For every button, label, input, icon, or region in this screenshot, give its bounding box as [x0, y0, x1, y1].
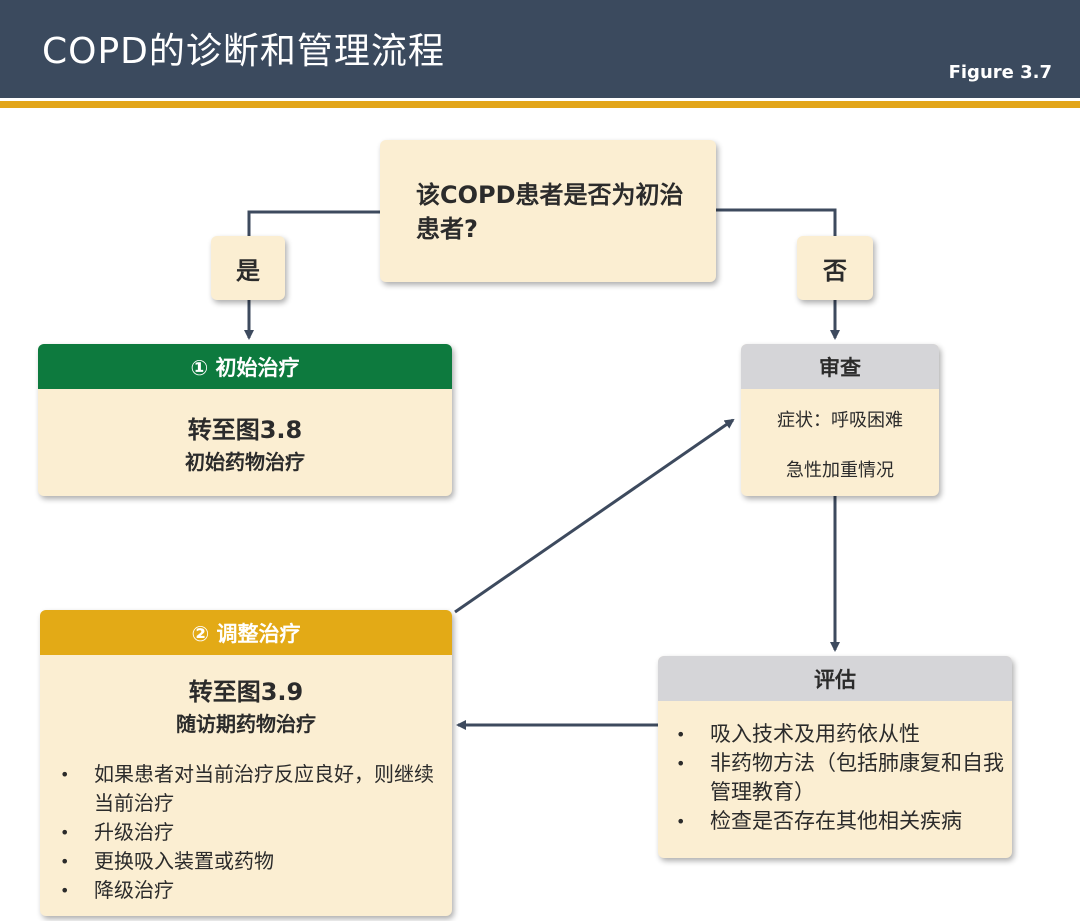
title-bar: COPD的诊断和管理流程 Figure 3.7 [0, 0, 1080, 98]
bullet-icon: • [60, 823, 70, 842]
bullet-icon: • [676, 812, 686, 831]
connector-question-to-no [716, 208, 837, 236]
no-label: 否 [797, 236, 873, 300]
review-card: 审查 症状：呼吸困难 急性加重情况 [741, 344, 939, 496]
adjust-item: • 更换吸入装置或药物 [56, 847, 444, 876]
adjust-list: •如果患者对当前治疗反应良好，则继续当前治疗 •升级治疗 •更换吸入装置或药物 … [56, 760, 444, 905]
adjust-item: • 如果患者对当前治疗反应良好，则继续当前治疗 [56, 760, 444, 818]
bullet-icon: • [60, 765, 70, 784]
assess-item: • 检查是否存在其他相关疾病 [672, 807, 1008, 836]
initial-treatment-ref: 转至图3.8 [187, 416, 303, 444]
initial-treatment-card: ① 初始治疗 转至图3.8 初始药物治疗 [38, 344, 452, 496]
figure-label: Figure 3.7 [948, 62, 1052, 83]
question-text: 该COPD患者是否为初治患者? [416, 181, 684, 243]
adjust-item-text: 更换吸入装置或药物 [94, 849, 274, 873]
initial-treatment-heading: ① 初始治疗 [38, 344, 452, 389]
question-box: 该COPD患者是否为初治患者? [380, 140, 716, 282]
arrow-adjust-to-review [454, 418, 735, 614]
initial-treatment-sub: 初始药物治疗 [185, 450, 305, 474]
review-item: 急性加重情况 [786, 460, 894, 481]
assess-item-text: 非药物方法（包括肺康复和自我管理教育） [710, 751, 1004, 804]
review-item: 症状：呼吸困难 [777, 410, 903, 431]
assess-item: • 吸入技术及用药依从性 [672, 720, 1008, 749]
adjust-item: • 升级治疗 [56, 818, 444, 847]
bullet-icon: • [676, 725, 686, 744]
adjust-item-text: 如果患者对当前治疗反应良好，则继续当前治疗 [94, 762, 434, 815]
assess-item: • 非药物方法（包括肺康复和自我管理教育） [672, 749, 1008, 807]
assess-item-text: 吸入技术及用药依从性 [710, 722, 920, 746]
adjust-item-text: 降级治疗 [94, 878, 174, 902]
bullet-icon: • [60, 881, 70, 900]
adjust-treatment-card: ② 调整治疗 转至图3.9 随访期药物治疗 • 如果患者对当前治疗反应良好，则继续… [40, 610, 452, 916]
assess-card: 评估 • 吸入技术及用药依从性 • 非药物方法（包括肺康复和自我管理教育） • 检查是… [658, 656, 1012, 858]
assess-heading: 评估 [658, 656, 1012, 701]
page-title: COPD的诊断和管理流程 [42, 31, 445, 72]
adjust-treatment-sub: 随访期药物治疗 [176, 712, 316, 736]
adjust-item: • 降级治疗 [56, 876, 444, 905]
adjust-treatment-heading: ② 调整治疗 [40, 610, 452, 655]
header-divider [0, 101, 1080, 108]
connector-question-to-yes [247, 210, 380, 236]
adjust-treatment-ref: 转至图3.9 [188, 678, 304, 706]
adjust-item-text: 升级治疗 [94, 820, 174, 844]
bullet-icon: • [60, 852, 70, 871]
review-heading: 审查 [741, 344, 939, 389]
bullet-icon: • [676, 754, 686, 773]
assess-item-text: 检查是否存在其他相关疾病 [710, 809, 962, 833]
assess-list: • 吸入技术及用药依从性 • 非药物方法（包括肺康复和自我管理教育） • 检查是否存在… [672, 720, 1008, 836]
yes-label: 是 [211, 236, 285, 300]
